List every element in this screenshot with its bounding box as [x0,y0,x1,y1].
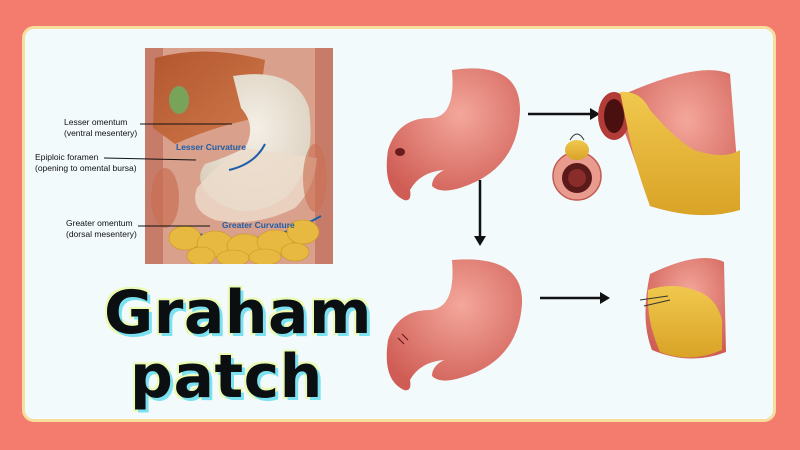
arrow-right-top [528,108,600,120]
suture-marks [397,333,409,345]
epiploic-foramen-leader [103,157,197,161]
greater-curvature-label: Greater Curvature [222,220,295,230]
greater-omentum-label: Greater omentum (dorsal mesentery) [66,218,137,240]
lesser-omentum-subtitle: (ventral mesentery) [64,128,138,138]
stomach-with-omentum [598,70,740,216]
epiploic-foramen-label: Epiploic foramen (opening to omental bur… [35,152,137,174]
greater-omentum-title: Greater omentum [66,218,133,228]
lesser-omentum-title: Lesser omentum [64,117,128,127]
epiploic-foramen-subtitle: (opening to omental bursa) [35,163,137,173]
stomach-patched [386,259,523,391]
title-line-1: Graham [104,278,373,348]
omental-plug-inset [552,133,602,201]
epiploic-foramen-title: Epiploic foramen [35,152,99,162]
arrow-right-bottom [540,292,610,304]
lesser-omentum-label: Lesser omentum (ventral mesentery) [64,117,137,139]
arrow-down [474,180,486,246]
greater-omentum-subtitle: (dorsal mesentery) [66,229,137,239]
lesser-curvature-label: Lesser Curvature [176,142,246,152]
stomach-perforated [386,68,520,201]
stomach-anatomy-illustration [145,48,333,264]
title-line-2: patch [130,342,323,412]
perforation-hole [395,148,405,156]
graham-patch-result [639,258,726,359]
